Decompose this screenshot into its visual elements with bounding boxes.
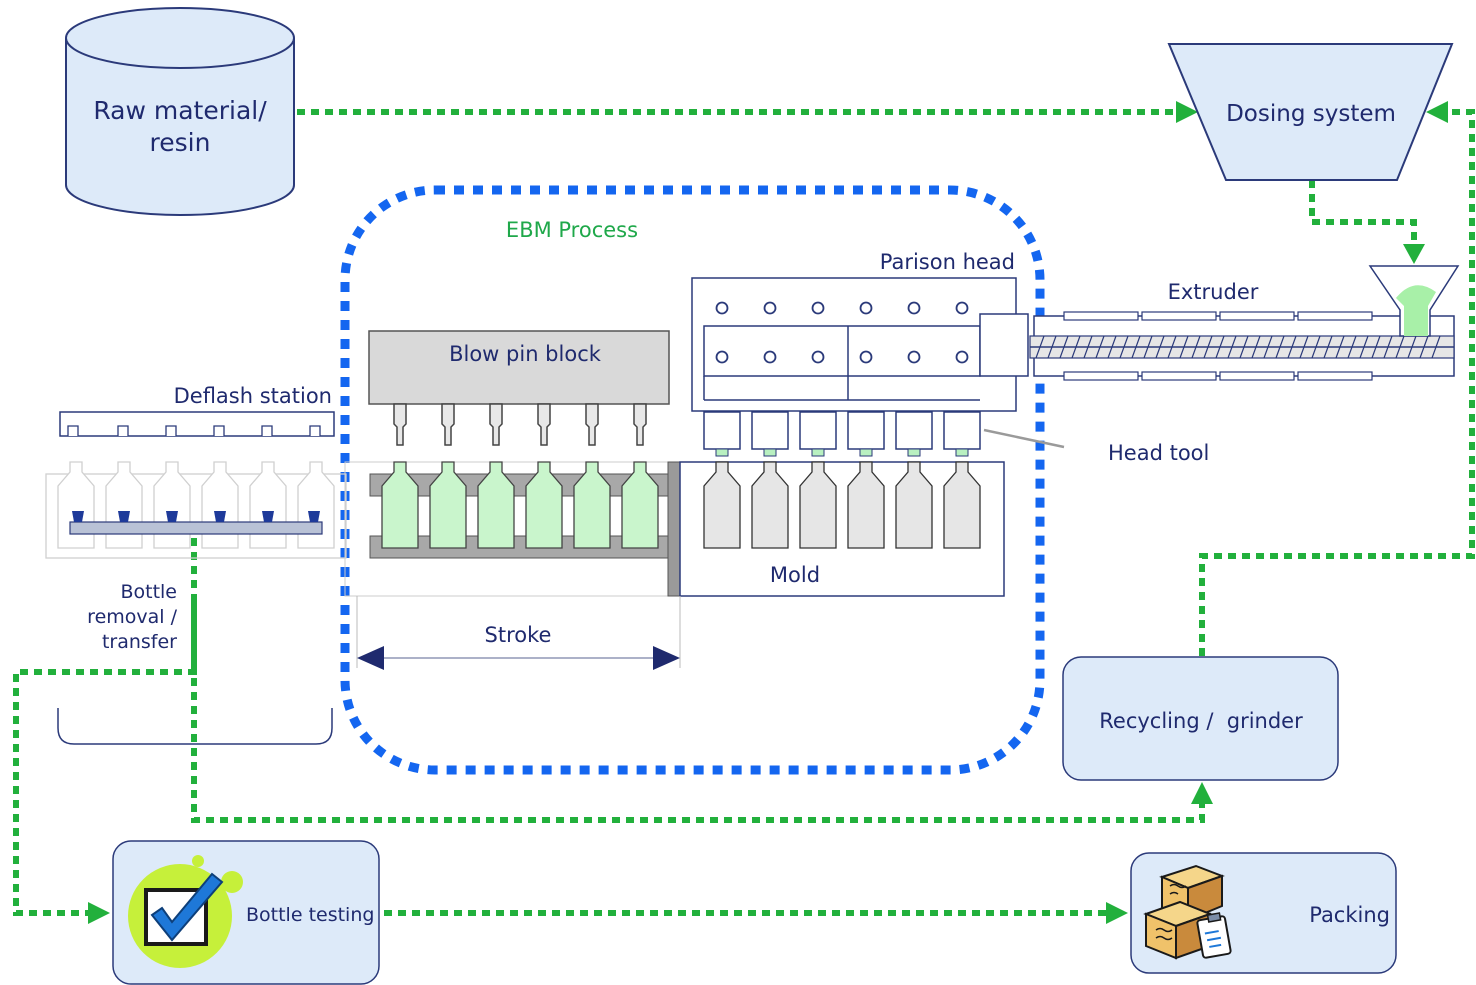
svg-text:transfer: transfer (102, 631, 177, 653)
flow-dosing-to-hopper (1309, 180, 1417, 244)
stroke-dimension: Stroke (356, 596, 681, 670)
flow-recycling-to-dosing (1199, 109, 1475, 656)
arrowhead-packing (1106, 902, 1128, 924)
flow-removal-to-recycling (191, 538, 1205, 823)
boxes-clipboard-icon (1143, 864, 1232, 960)
raw-material-label-1: Raw material/ (93, 96, 267, 125)
head-tool-nozzles (703, 411, 981, 450)
ebm-process-label: EBM Process (506, 218, 638, 242)
svg-text:Bottle: Bottle (120, 581, 177, 603)
arrowhead-dosing-return (1426, 101, 1448, 123)
head-tool-label: Head tool (1108, 441, 1209, 465)
bottle-testing-box: Bottle testing (112, 840, 380, 985)
bottle-removal-label: Bottle removal / transfer (87, 581, 177, 653)
recycling-grinder-label: Recycling / grinder (1099, 709, 1303, 733)
svg-text:removal /: removal / (87, 606, 177, 628)
mold: Mold (679, 461, 1005, 597)
stroke-mold-section (344, 461, 681, 597)
dosing-system-label: Dosing system (1226, 101, 1396, 127)
extruder-label: Extruder (1168, 280, 1259, 304)
stroke-arrow-left (357, 646, 384, 670)
packing-box: Packing (1130, 852, 1397, 974)
flow-lines (13, 109, 1475, 916)
flow-arrowheads (88, 101, 1448, 924)
arrowhead-hopper (1403, 244, 1425, 264)
collection-bracket (57, 708, 333, 745)
deflash-station-label: Deflash station (174, 384, 332, 408)
blow-pin-block-label: Blow pin block (449, 342, 602, 366)
packing-label: Packing (1309, 903, 1390, 927)
stroke-label: Stroke (485, 623, 552, 647)
flow-transfer-to-testing (13, 600, 197, 916)
stroke-arrow-right (653, 646, 680, 670)
extruder: Extruder (1029, 265, 1460, 381)
mold-label: Mold (770, 563, 820, 587)
parison-head-label: Parison head (880, 250, 1015, 274)
dosing-system: Dosing system (1167, 43, 1454, 181)
arrowhead-recycling (1191, 782, 1213, 804)
arrowhead-dosing-in (1176, 101, 1198, 123)
deflash-station: Deflash station (45, 384, 347, 745)
blow-pin-block: Blow pin block (368, 330, 670, 446)
raw-material-cylinder: Raw material/ resin (65, 7, 295, 216)
raw-material-label-2: resin (150, 128, 211, 157)
arrowhead-testing (88, 902, 110, 924)
checkmark-badge-icon (128, 855, 243, 968)
recycling-grinder-box: Recycling / grinder (1062, 656, 1339, 781)
parison-head: Parison head (691, 250, 1029, 457)
bottle-testing-label: Bottle testing (246, 904, 374, 926)
head-tool-leader (983, 428, 1065, 449)
